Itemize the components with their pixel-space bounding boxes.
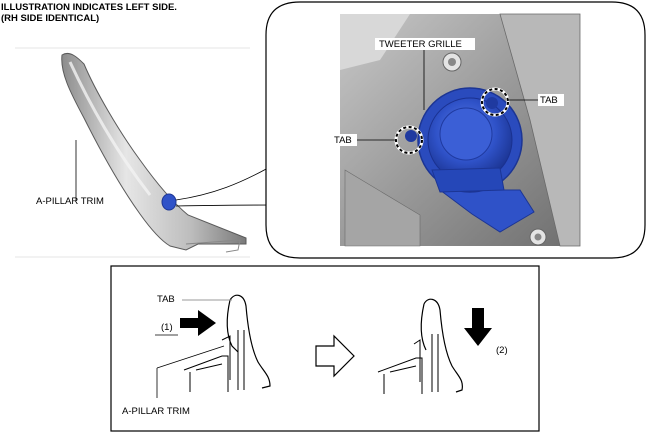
label-tab-lower: TAB	[157, 294, 175, 305]
detail-callout	[265, 1, 646, 259]
push-arrow	[180, 310, 216, 336]
section-before	[183, 294, 271, 392]
label-step-1: (1)	[161, 322, 173, 333]
section-after	[377, 298, 463, 394]
label-step-2: (2)	[496, 345, 508, 356]
tweeter-grille-detail	[405, 87, 535, 233]
label-tweeter-grille: TWEETER GRILLE	[379, 39, 462, 50]
illustration-note: ILLUSTRATION INDICATES LEFT SIDE. (RH SI…	[1, 2, 177, 24]
label-tab-left: TAB	[334, 135, 352, 146]
label-a-pillar-trim-lower: A-PILLAR TRIM	[122, 406, 190, 417]
note-line-1: ILLUSTRATION INDICATES LEFT SIDE.	[1, 2, 177, 13]
label-tab-right: TAB	[540, 95, 558, 106]
tab-circle-right	[481, 88, 509, 116]
pull-down-arrow	[464, 308, 492, 346]
label-a-pillar-trim: A-PILLAR TRIM	[36, 196, 104, 207]
tweeter-grille-small	[161, 193, 177, 211]
a-pillar-trim-illustration	[61, 52, 247, 253]
procedure-box	[110, 265, 540, 432]
note-line-2: (RH SIDE IDENTICAL)	[1, 13, 100, 24]
transition-arrow	[315, 334, 355, 378]
